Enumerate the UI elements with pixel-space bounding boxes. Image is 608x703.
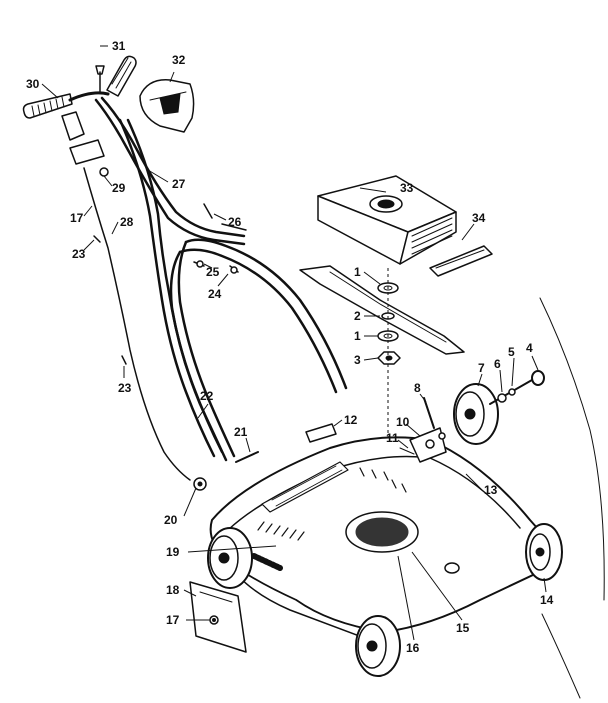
rear-flap bbox=[189, 581, 247, 653]
callout-31: 31 bbox=[112, 39, 126, 53]
callout-11: 11 bbox=[386, 431, 399, 445]
callout-17-lower: 17 bbox=[166, 613, 180, 627]
callout-25: 25 bbox=[206, 265, 220, 279]
callout-29: 29 bbox=[112, 181, 126, 195]
callout-21: 21 bbox=[234, 425, 248, 439]
callout-27: 27 bbox=[172, 177, 186, 191]
callout-32: 32 bbox=[172, 53, 186, 67]
motor-cover bbox=[317, 175, 457, 265]
callout-23-lower: 23 bbox=[118, 381, 132, 395]
callout-10: 10 bbox=[396, 415, 410, 429]
callout-17-upper: 17 bbox=[70, 211, 84, 225]
callout-2: 2 bbox=[354, 309, 361, 323]
callout-5: 5 bbox=[508, 345, 515, 359]
callout-13: 13 bbox=[484, 483, 498, 497]
callout-15: 15 bbox=[456, 621, 470, 635]
mower-deck bbox=[209, 397, 554, 641]
callout-20: 20 bbox=[164, 513, 178, 527]
callout-28: 28 bbox=[120, 215, 134, 229]
frame-edge-line-lower bbox=[541, 613, 581, 699]
control-cable bbox=[83, 167, 191, 481]
callout-12: 12 bbox=[344, 413, 358, 427]
frame-edge-line bbox=[539, 297, 605, 601]
callout-8: 8 bbox=[414, 381, 421, 395]
callout-leaders bbox=[41, 45, 547, 641]
callout-26: 26 bbox=[228, 215, 242, 229]
callout-16: 16 bbox=[406, 641, 420, 655]
front-left-wheel bbox=[355, 615, 401, 677]
front-right-wheel bbox=[525, 523, 563, 581]
callout-19: 19 bbox=[166, 545, 180, 559]
upper-handle bbox=[22, 55, 348, 462]
callout-33: 33 bbox=[400, 181, 414, 195]
callout-23-upper: 23 bbox=[72, 247, 86, 261]
callout-30: 30 bbox=[26, 77, 40, 91]
callout-labels: 31 32 30 29 27 17 28 26 23 25 24 23 33 3… bbox=[26, 39, 554, 655]
cable-clamp bbox=[193, 477, 207, 491]
callout-1-upper: 1 bbox=[354, 265, 361, 279]
callout-1-lower: 1 bbox=[354, 329, 361, 343]
callout-22: 22 bbox=[200, 389, 214, 403]
handle-bolt bbox=[235, 451, 259, 463]
cutting-blade bbox=[299, 265, 465, 355]
callout-4: 4 bbox=[526, 341, 533, 355]
callout-18: 18 bbox=[166, 583, 180, 597]
callout-3: 3 bbox=[354, 353, 361, 367]
rear-left-wheel bbox=[207, 527, 283, 589]
vent-plate bbox=[429, 245, 493, 277]
callout-34: 34 bbox=[472, 211, 486, 225]
callout-14: 14 bbox=[540, 593, 554, 607]
switch-box bbox=[139, 79, 195, 133]
callout-24: 24 bbox=[208, 287, 222, 301]
callout-7: 7 bbox=[478, 361, 485, 375]
callout-6: 6 bbox=[494, 357, 501, 371]
rear-right-wheel bbox=[453, 370, 545, 445]
